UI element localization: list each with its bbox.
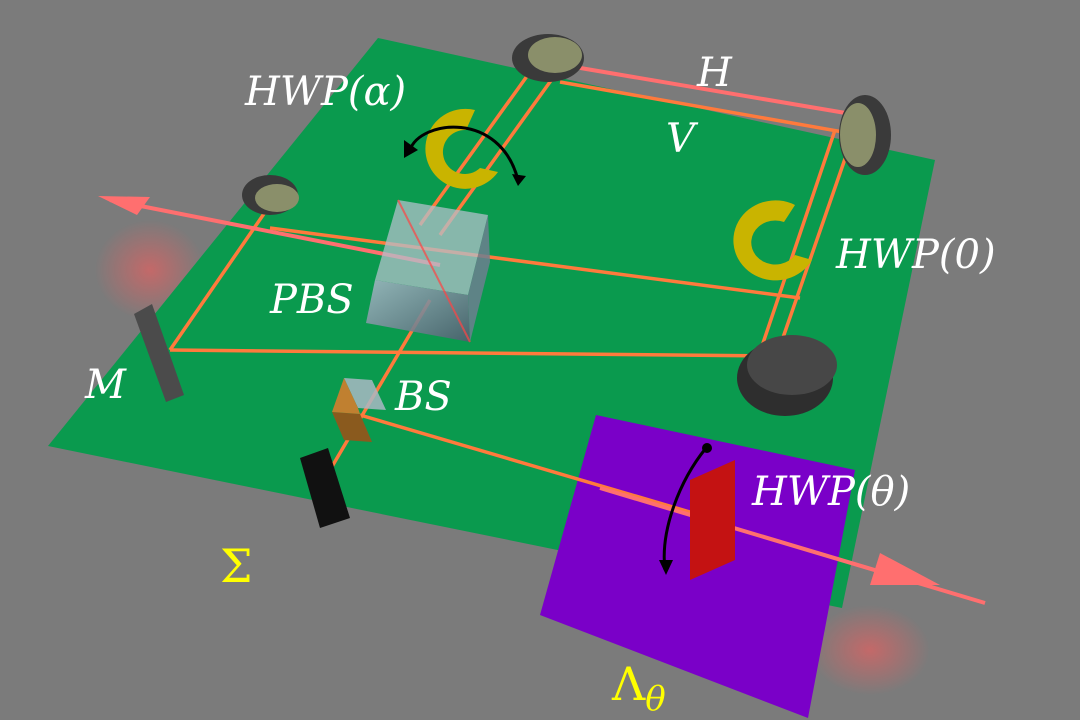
input-arrow-icon xyxy=(98,196,150,215)
label-pbs: PBS xyxy=(269,277,354,323)
label-hwp-theta: HWP(θ) xyxy=(751,469,910,515)
label-hwp-alpha: HWP(α) xyxy=(244,69,406,115)
label-v: V xyxy=(666,116,699,162)
beam-h-path xyxy=(544,60,876,120)
mirror-top xyxy=(512,34,584,82)
theta-rotation-arrow-icon xyxy=(662,447,708,571)
beam-pbs-to-top-a xyxy=(418,63,537,227)
hwp-alpha-waveplate xyxy=(404,108,526,189)
label-hwp-zero: HWP(0) xyxy=(835,232,996,278)
mirror-m xyxy=(134,304,184,402)
beam-v-path xyxy=(559,80,861,137)
beam-upper-horizontal xyxy=(269,226,801,300)
pbs-cube xyxy=(366,199,490,343)
beam-lower-horizontal xyxy=(169,348,781,358)
mirror-bottom-right xyxy=(737,335,837,416)
beam-bs-output xyxy=(359,413,701,517)
rotation-arrow-icon xyxy=(408,125,520,181)
label-lambda-sub: θ xyxy=(645,679,665,719)
detector-block xyxy=(300,448,350,528)
beam-right-vertical-b xyxy=(758,129,837,353)
label-lambda-theta: Λθ xyxy=(611,657,666,719)
bs-cube xyxy=(332,378,386,442)
mirror-left xyxy=(242,175,299,215)
label-h: H xyxy=(696,50,733,96)
beam-right-vertical-a xyxy=(776,129,857,353)
output-beam xyxy=(599,486,986,605)
output-arrow-icon xyxy=(870,553,940,585)
hwp-theta-waveplate xyxy=(659,443,735,580)
beam-paths xyxy=(168,63,861,517)
mirror-top-right xyxy=(839,95,891,175)
beam-pbs-to-top-b xyxy=(438,66,562,237)
label-sigma: Σ xyxy=(220,539,253,593)
glow-right xyxy=(810,605,930,695)
label-m: M xyxy=(84,362,127,408)
hwp-zero-waveplate xyxy=(733,200,812,281)
label-lambda-main: Λ xyxy=(611,657,646,711)
label-bs: BS xyxy=(394,374,452,420)
